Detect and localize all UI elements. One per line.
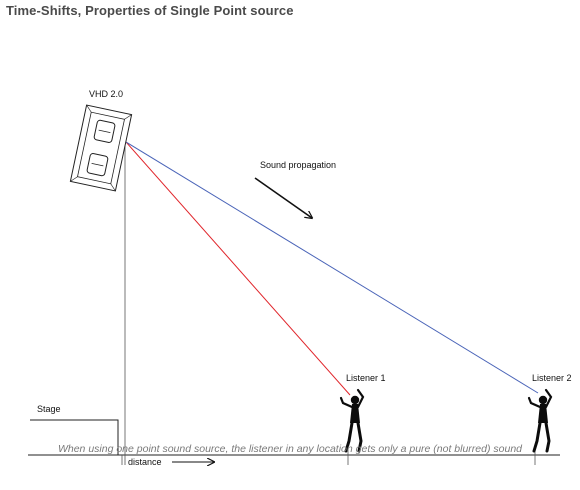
sound-path-listener-2 [125,141,539,394]
loudspeaker-icon [69,104,133,192]
stage-label: Stage [37,404,61,414]
listener-1-label: Listener 1 [346,373,386,383]
speaker-label: VHD 2.0 [89,89,123,99]
listener-1-silhouette-icon [339,388,365,453]
listener-2-label: Listener 2 [532,373,572,383]
page-title: Time-Shifts, Properties of Single Point … [6,3,294,18]
sound-propagation-label: Sound propagation [260,160,336,170]
stage-block [30,419,119,455]
listener-2-silhouette-icon [527,388,553,453]
distance-label: distance [128,457,162,467]
sound-path-listener-1 [125,141,351,396]
propagation-arrow-icon [254,177,312,218]
caption: When using one point sound source, the l… [57,443,523,455]
